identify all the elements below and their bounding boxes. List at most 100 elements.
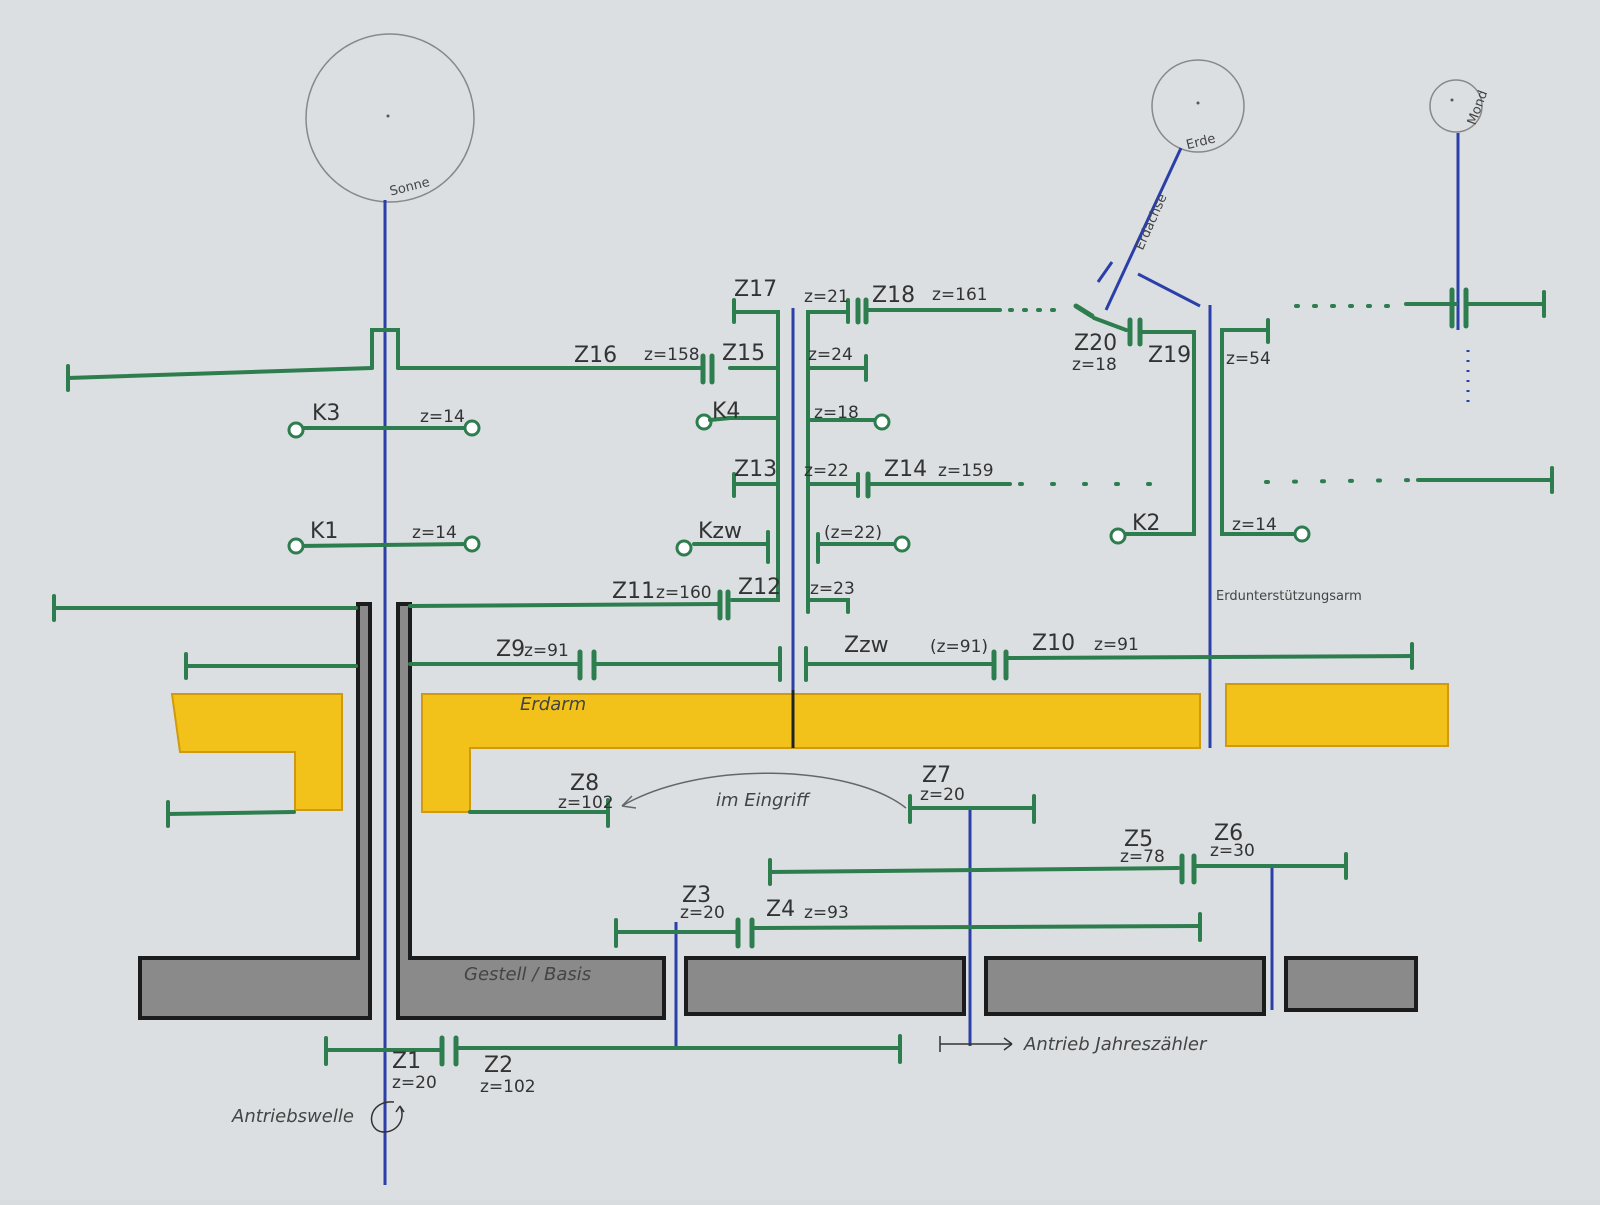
z5-teeth: z=78 [1120, 847, 1165, 867]
drive-shaft-label: Antriebswelle [231, 1106, 354, 1127]
z5-gear-bar [768, 866, 1180, 874]
earth-label: Erde [1185, 131, 1217, 153]
earth-axis-arm [1137, 272, 1201, 308]
z4-name: Z4 [766, 897, 795, 922]
z19-k2-frame [1120, 330, 1196, 536]
sun-circle [305, 33, 475, 203]
base-block-2 [684, 956, 966, 1016]
z4-teeth: z=93 [804, 903, 849, 923]
moon-circle [1429, 79, 1483, 133]
k1-teeth: z=14 [412, 523, 457, 543]
moon-center-dot [1450, 98, 1454, 102]
earth-arm-main [421, 693, 1201, 813]
k1-left-pin [287, 537, 305, 555]
zzw-teeth: (z=91) [930, 637, 988, 657]
z10-name: Z10 [1032, 631, 1075, 656]
z17-name: Z17 [734, 277, 777, 302]
z7-name: Z7 [922, 763, 951, 788]
k4-teeth: z=18 [814, 403, 859, 423]
z14-name: Z14 [884, 457, 927, 482]
z9-name: Z9 [496, 637, 525, 662]
z5-name: Z5 [1124, 827, 1153, 852]
k1-right-pin [463, 535, 481, 553]
sun-center-dot [386, 114, 390, 118]
meshing-arrowhead [621, 795, 637, 809]
earth-axis-tick [1096, 261, 1114, 283]
z19-teeth: z=54 [1226, 349, 1271, 369]
z3-name: Z3 [682, 883, 711, 908]
z8-teeth: z=102 [558, 793, 614, 813]
earth-arm-left [170, 693, 343, 811]
k4-link [708, 416, 732, 422]
z16-left-arm [66, 366, 374, 380]
right-stack-upper [806, 310, 850, 614]
k1-name: K1 [310, 519, 338, 544]
z2-teeth: z=102 [480, 1077, 536, 1097]
k3-left-pin [287, 421, 305, 439]
z12-teeth: z=23 [810, 579, 855, 599]
k1-bar [296, 542, 470, 548]
k3-name: K3 [312, 401, 340, 426]
left-stack-lower [730, 482, 780, 602]
earth-axis-line [1104, 147, 1183, 311]
z14-teeth: z=159 [938, 461, 994, 481]
earth-arm-right [1225, 683, 1449, 747]
base-block-4 [1284, 956, 1418, 1012]
earth-support-frame [1220, 328, 1298, 536]
z3-teeth: z=20 [680, 903, 725, 923]
z11-name: Z11 [612, 579, 655, 604]
meshing-arrow [621, 772, 907, 809]
drive-rotation-arrow [370, 1101, 403, 1133]
z18-teeth: z=161 [932, 285, 988, 305]
z12-right-bar [806, 598, 850, 614]
z13-teeth: z=22 [804, 461, 849, 481]
kzw-name: Kzw [698, 519, 742, 544]
z20-name: Z20 [1074, 331, 1117, 356]
z10-teeth: z=91 [1094, 635, 1139, 655]
base-label: Gestell / Basis [464, 964, 591, 985]
z20-teeth: z=18 [1072, 355, 1117, 375]
z1-teeth: z=20 [392, 1073, 437, 1093]
z4-gear-bar [752, 924, 1202, 930]
z2-name: Z2 [484, 1053, 513, 1078]
kzw-teeth: (z=22) [824, 523, 882, 543]
z10-gear-bar [1006, 654, 1414, 660]
k4-name: K4 [712, 399, 740, 424]
base-left-column [138, 602, 372, 1020]
earth-center-dot [1196, 101, 1200, 105]
z17-teeth: z=21 [804, 287, 849, 307]
earth-circle [1151, 59, 1245, 153]
z6-teeth: z=30 [1210, 841, 1255, 861]
zzw-name: Zzw [844, 633, 889, 658]
z1-name: Z1 [392, 1049, 421, 1074]
z11-gear-bar [408, 602, 722, 608]
z15-name: Z15 [722, 341, 765, 366]
kzw-left-pin [675, 539, 693, 557]
z16-teeth: z=158 [644, 345, 700, 365]
k4-left-pin [695, 413, 713, 431]
z11-teeth: z=160 [656, 583, 712, 603]
z18-name: Z18 [872, 283, 915, 308]
k2-left-pin [1109, 527, 1127, 545]
earth-arm-label: Erdarm [520, 694, 586, 715]
z13-name: Z13 [734, 457, 777, 482]
z9-teeth: z=91 [524, 641, 569, 661]
k3-right-pin [463, 419, 481, 437]
kzw-right-pin [893, 535, 911, 553]
k3-teeth: z=14 [420, 407, 465, 427]
k2-right-pin [1293, 525, 1311, 543]
z19-name: Z19 [1148, 343, 1191, 368]
year-counter-arrow [1003, 1037, 1013, 1051]
z15-teeth: z=24 [808, 345, 853, 365]
k4-right-pin [873, 413, 891, 431]
year-counter-label: Antrieb Jahreszähler [1023, 1034, 1208, 1055]
z8-name: Z8 [570, 771, 599, 796]
z6-name: Z6 [1214, 821, 1243, 846]
sun-hub [370, 328, 400, 370]
base-block-3 [984, 956, 1266, 1016]
z20-bar [1092, 316, 1128, 332]
drive-rotation-arrowhead [395, 1105, 405, 1113]
z8-left-arm [166, 810, 296, 816]
